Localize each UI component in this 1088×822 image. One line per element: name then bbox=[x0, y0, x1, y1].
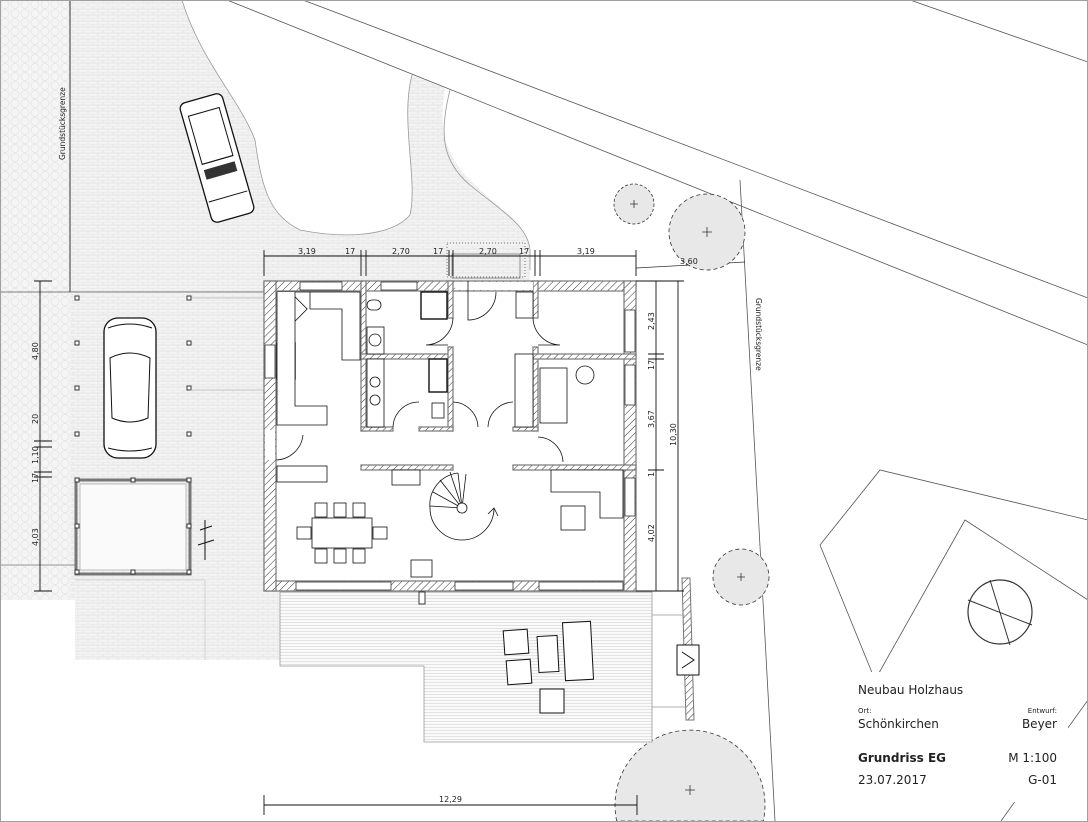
armchair bbox=[502, 628, 530, 656]
furniture bbox=[276, 291, 624, 605]
toilet-icon bbox=[366, 299, 382, 311]
dim-left-5: 4,03 bbox=[31, 528, 40, 546]
dim-right-2: 17 bbox=[647, 360, 656, 370]
side-paving bbox=[75, 580, 280, 660]
coffee-table bbox=[536, 634, 560, 674]
dim-right-total: 10,30 bbox=[669, 423, 678, 446]
door-swing bbox=[425, 317, 454, 346]
dim-top-6: 17 bbox=[519, 247, 529, 256]
dim-bottom-total: 12,29 bbox=[439, 795, 462, 804]
location-label: Ort: bbox=[858, 707, 872, 715]
sofa bbox=[561, 620, 595, 682]
entrance-canopy bbox=[446, 242, 526, 278]
car-icon bbox=[103, 317, 157, 459]
dining-table bbox=[311, 517, 373, 549]
title-block: Neubau Holzhaus Ort: Entwurf: Schönkirch… bbox=[848, 672, 1068, 802]
dim-offset-right: 3,60 bbox=[680, 257, 698, 266]
boundary-label-left: Grundstücksgrenze bbox=[58, 87, 67, 160]
coffee-table bbox=[560, 505, 586, 531]
tree-icon bbox=[613, 183, 655, 225]
fireplace-icon bbox=[676, 644, 700, 676]
dim-top-5: 2,70 bbox=[479, 247, 497, 256]
location: Schönkirchen bbox=[858, 717, 939, 731]
dimension-labels: 3,19 17 2,70 17 2,70 17 3,19 3,60 2,43 1… bbox=[31, 247, 698, 804]
path-edge bbox=[443, 89, 531, 270]
stove-fireplace bbox=[410, 559, 433, 578]
dim-left-1: 4,80 bbox=[31, 342, 40, 360]
terrace-deck bbox=[279, 591, 653, 743]
kitchen-counter bbox=[277, 291, 361, 361]
dim-top-2: 17 bbox=[345, 247, 355, 256]
trees bbox=[613, 183, 1033, 822]
neighbor-paving bbox=[0, 0, 70, 600]
corner-sofa bbox=[550, 469, 624, 519]
dim-right-3: 3,67 bbox=[647, 410, 656, 428]
dim-top-4: 17 bbox=[433, 247, 443, 256]
dim-right-5: 4,02 bbox=[647, 524, 656, 542]
round-table bbox=[575, 365, 595, 385]
designer: Beyer bbox=[1022, 717, 1057, 731]
tree-icon bbox=[712, 548, 770, 606]
dimension-lines bbox=[34, 250, 684, 815]
road-edge bbox=[226, 0, 1088, 346]
carport bbox=[74, 295, 264, 576]
terrace-furniture bbox=[502, 620, 595, 714]
planned-tree-icon bbox=[967, 579, 1033, 646]
washer-dryer bbox=[366, 358, 385, 428]
car-icon bbox=[179, 93, 255, 223]
tree-icon bbox=[668, 193, 746, 271]
windows bbox=[264, 281, 636, 591]
doors bbox=[275, 242, 564, 463]
road-edge bbox=[302, 0, 1088, 299]
sheet-number: G-01 bbox=[1028, 773, 1057, 787]
armchair bbox=[505, 658, 533, 686]
armchair bbox=[539, 688, 565, 714]
drawing-title: Grundriss EG bbox=[858, 751, 946, 765]
sideboard bbox=[276, 465, 328, 483]
boundary-label-right: Grundstücksgrenze bbox=[754, 298, 763, 371]
dim-top-7: 3,19 bbox=[577, 247, 595, 256]
project-name: Neubau Holzhaus bbox=[858, 683, 963, 697]
neighbor-plot-lines bbox=[819, 469, 1088, 681]
dim-right-4: 1 bbox=[647, 472, 656, 477]
carport-posts bbox=[74, 295, 192, 575]
property-line bbox=[739, 179, 776, 822]
garden-wall bbox=[652, 577, 700, 721]
dim-left-3: 1,10 bbox=[31, 446, 40, 464]
drawing-scale: M 1:100 bbox=[1008, 751, 1057, 765]
dim-top-1: 3,19 bbox=[298, 247, 316, 256]
dim-top-3: 2,70 bbox=[392, 247, 410, 256]
tree-icon bbox=[614, 729, 766, 822]
lawn-edge bbox=[181, 0, 413, 236]
spiral-staircase bbox=[429, 471, 499, 541]
wardrobe bbox=[514, 353, 534, 428]
dim-left-2: 20 bbox=[31, 414, 40, 424]
drawing-date: 23.07.2017 bbox=[858, 773, 927, 787]
dim-right-1: 2,43 bbox=[647, 312, 656, 330]
road-edge bbox=[909, 0, 1088, 63]
shower-icon bbox=[420, 291, 448, 320]
dim-left-4: 17 bbox=[31, 473, 40, 483]
bicycle-icon bbox=[197, 520, 215, 560]
wardrobe bbox=[515, 291, 534, 319]
house bbox=[263, 242, 637, 605]
designer-label: Entwurf: bbox=[1028, 707, 1057, 715]
bed-sofa bbox=[539, 367, 568, 424]
entrance-door bbox=[275, 434, 304, 461]
